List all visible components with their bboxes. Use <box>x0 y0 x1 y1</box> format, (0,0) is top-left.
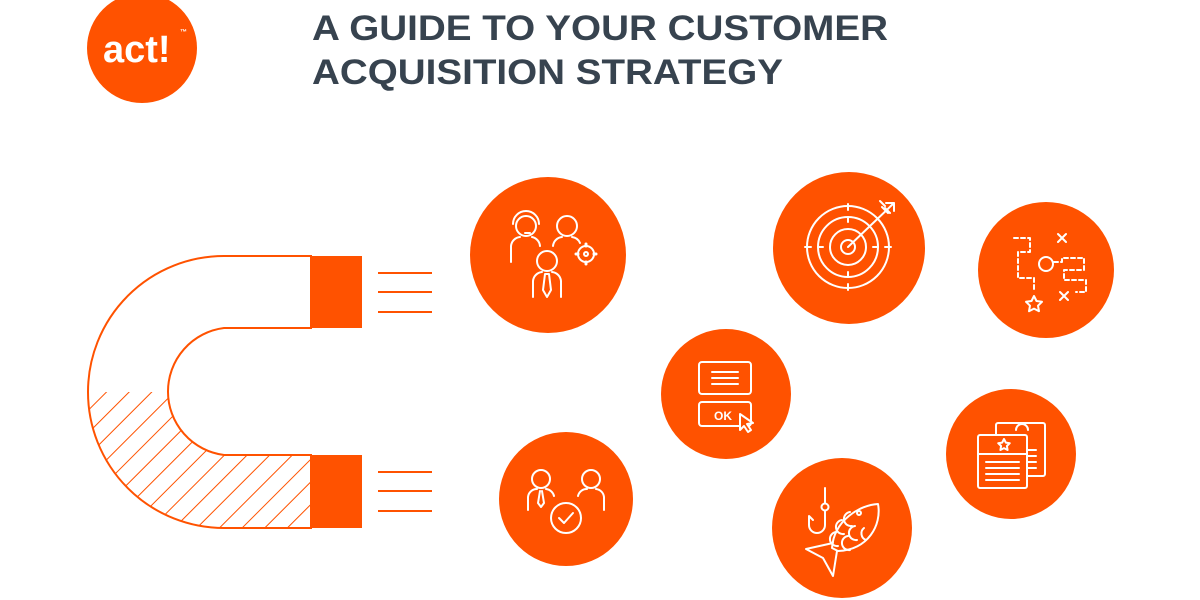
strategy-map-icon <box>1013 233 1087 313</box>
people-check-circle <box>499 432 633 566</box>
team-support-icon <box>510 210 598 298</box>
fish-circle <box>772 458 912 598</box>
svg-text:act!: act! <box>103 29 171 71</box>
documents-circle <box>946 389 1076 519</box>
documents-star-icon <box>977 422 1046 489</box>
strategy-map-circle <box>978 202 1114 338</box>
people-check-icon <box>527 469 605 534</box>
form-ok-circle: OK <box>661 329 791 459</box>
page-title-line2: ACQUISITION STRATEGY <box>312 53 783 92</box>
form-ok-button-icon <box>698 361 754 433</box>
svg-text:™: ™ <box>180 29 187 36</box>
magnet-icon <box>87 255 432 529</box>
page-title-line1: A GUIDE TO YOUR CUSTOMER <box>312 9 888 48</box>
target-circle <box>773 172 925 324</box>
team-support-circle <box>470 177 626 333</box>
fish-hook-icon <box>805 487 880 577</box>
target-arrow-icon <box>804 200 895 291</box>
ok-label: OK <box>714 409 732 423</box>
act-logo: act! ™ <box>87 0 197 103</box>
